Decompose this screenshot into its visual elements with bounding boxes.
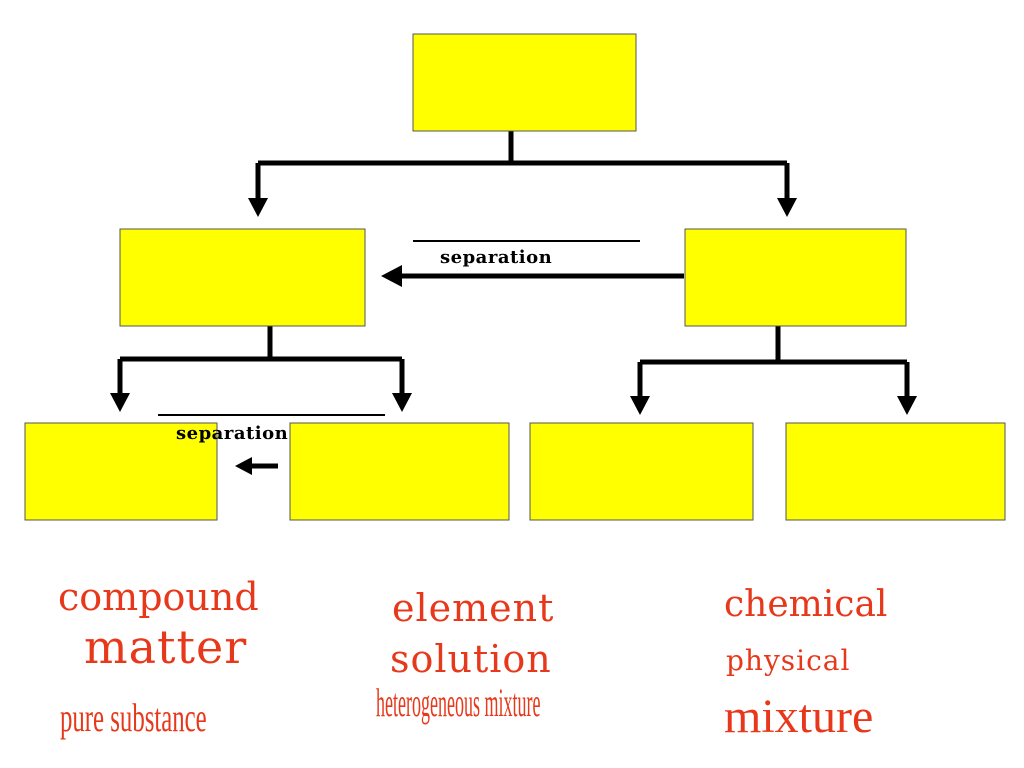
connector-right-to-level3 <box>637 326 910 398</box>
arrowhead-to-box-3d <box>897 396 917 415</box>
box-root <box>412 33 637 132</box>
arrowhead-to-box-3c <box>630 396 650 415</box>
word-physical: physical <box>726 644 851 677</box>
separation-arrow-middle-head <box>381 265 402 287</box>
arrowhead-to-left-box <box>248 198 268 217</box>
separation-label-lower: separation <box>176 423 288 444</box>
word-compound: compound <box>58 575 259 619</box>
word-mixture: mixture <box>724 690 874 743</box>
connector-root-to-level2 <box>255 131 790 200</box>
arrowhead-to-right-box <box>777 198 797 217</box>
word-solution: solution <box>390 637 552 681</box>
arrowhead-to-box-3a <box>110 393 130 412</box>
box-level3-b <box>289 422 510 521</box>
word-pure-substance: pure substance <box>60 695 207 740</box>
separation-arrow-lower-head <box>235 457 252 475</box>
box-level3-d <box>785 422 1006 521</box>
connector-left-to-level3 <box>117 326 405 396</box>
box-level2-left <box>119 228 366 327</box>
box-level3-c <box>529 422 754 521</box>
box-level3-a <box>24 422 218 521</box>
arrowhead-to-box-3b <box>392 393 412 412</box>
separation-label-middle: separation <box>440 247 552 268</box>
word-chemical: chemical <box>724 584 888 625</box>
word-heterogeneous-mixture: heterogeneous mixture <box>376 680 541 725</box>
word-matter: matter <box>84 620 248 674</box>
box-level2-right <box>684 228 907 327</box>
word-element: element <box>392 586 555 630</box>
